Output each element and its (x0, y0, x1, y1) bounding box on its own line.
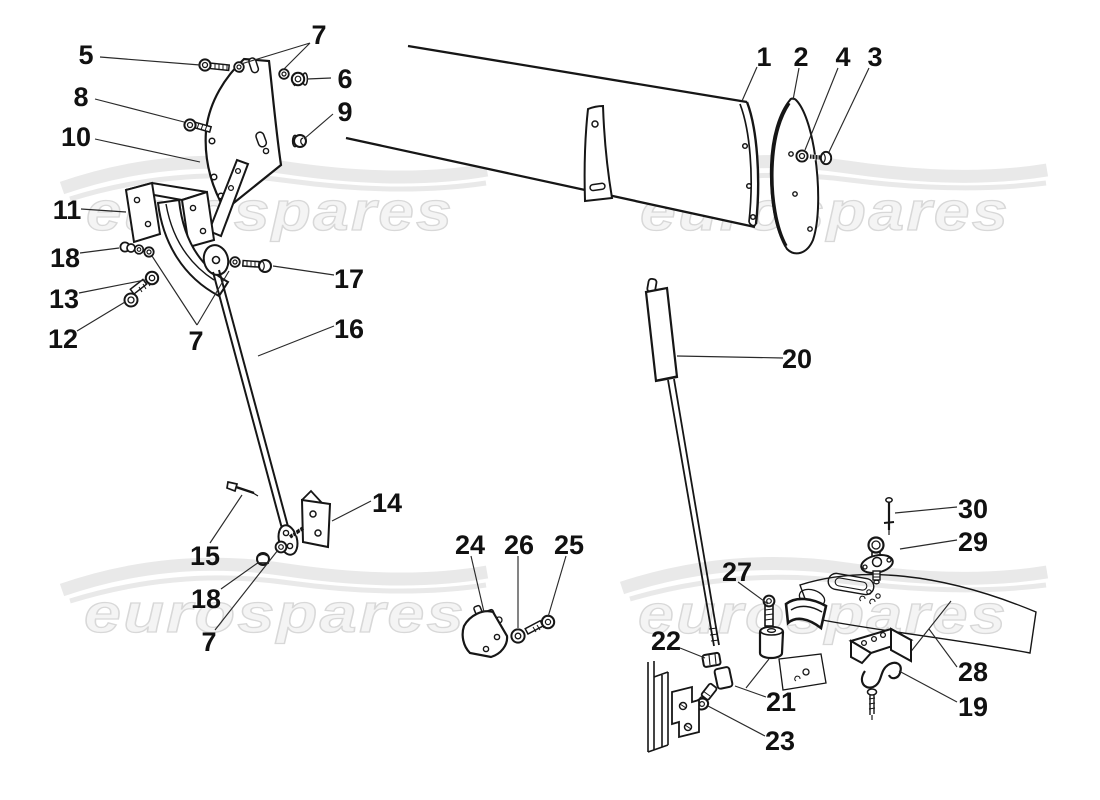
washer-7a (233, 61, 245, 73)
bracket-14 (288, 489, 332, 549)
elbow-fitting-21 (699, 666, 734, 702)
callout-9: 9 (337, 97, 352, 127)
callout-8: 8 (73, 82, 88, 112)
watermark-top-left: eurospares (59, 155, 489, 243)
washer-7-bottom (274, 540, 288, 554)
push-rod (212, 269, 299, 556)
callout-10: 10 (61, 122, 91, 152)
callout-12: 12 (48, 324, 78, 354)
washer-7b (278, 68, 290, 80)
end-plate-screw (809, 150, 833, 166)
dome-nut-18-lower (256, 552, 270, 566)
callout-3: 3 (867, 42, 882, 72)
callout-6: 6 (337, 64, 352, 94)
callout-17: 17 (334, 264, 364, 294)
callout-26: 26 (504, 530, 534, 560)
watermark-bottom-left: eurospares (59, 557, 489, 645)
callout-20: 20 (782, 344, 812, 374)
watermark-bottom-right: eurospares (619, 557, 1049, 646)
callout-16: 16 (334, 314, 364, 344)
watermark-text: eurospares (84, 582, 466, 644)
pin-15 (226, 480, 259, 497)
chassis-panel (778, 572, 1037, 691)
quick-fastener-29 (860, 536, 894, 585)
callout-5: 5 (78, 40, 93, 70)
bolt-25 (524, 614, 556, 636)
bracket-28 (848, 627, 914, 665)
callout-4: 4 (835, 42, 850, 72)
callout-18-lower: 18 (191, 584, 221, 614)
callout-23: 23 (765, 726, 795, 756)
callout-25: 25 (554, 530, 584, 560)
washer-7-pivot (229, 256, 241, 268)
callout-24: 24 (455, 530, 485, 560)
callout-18-upper: 18 (50, 243, 80, 273)
upper-gusset-bracket (204, 57, 283, 212)
callout-30: 30 (958, 494, 988, 524)
screw-17 (241, 259, 272, 273)
callout-11: 11 (53, 195, 82, 225)
body-panel-left (647, 661, 700, 753)
bolt-12 (123, 278, 151, 308)
washer-7-left (143, 246, 155, 258)
screw-8 (183, 118, 213, 134)
hinge-box-bracket (124, 158, 250, 298)
callout-14: 14 (372, 488, 402, 518)
bolt-18-upper (119, 241, 145, 255)
nut-22 (701, 651, 722, 668)
callout-19: 19 (958, 692, 988, 722)
callout-labels: 5 7 6 8 9 10 11 18 13 12 7 17 16 15 14 1… (48, 20, 988, 756)
wing-center-fin (583, 104, 614, 203)
screw-5 (198, 58, 231, 72)
flange-nut-9 (291, 134, 307, 148)
callout-7-mid: 7 (188, 326, 203, 356)
callout-15: 15 (190, 541, 220, 571)
callout-22: 22 (651, 626, 681, 656)
spring-clip-19 (860, 661, 902, 720)
washer-26 (510, 628, 526, 644)
callout-27: 27 (722, 557, 752, 587)
washer-13 (144, 270, 160, 286)
stop-bracket-24 (461, 604, 509, 659)
callout-7-top: 7 (311, 20, 326, 50)
spoiler-wing (345, 44, 760, 229)
leader-lines (76, 42, 958, 737)
callout-29: 29 (958, 527, 988, 557)
buffer-27 (745, 594, 785, 689)
pin-30 (883, 497, 895, 535)
callout-7-bottom: 7 (201, 627, 216, 657)
gas-strut (644, 277, 720, 647)
end-plate-nut (795, 149, 809, 163)
callout-2: 2 (793, 42, 808, 72)
end-plate (769, 97, 833, 255)
callout-21: 21 (766, 687, 796, 717)
callout-1: 1 (756, 42, 771, 72)
callout-13: 13 (49, 284, 79, 314)
flange-nut-6 (290, 71, 309, 87)
callout-28: 28 (958, 657, 988, 687)
